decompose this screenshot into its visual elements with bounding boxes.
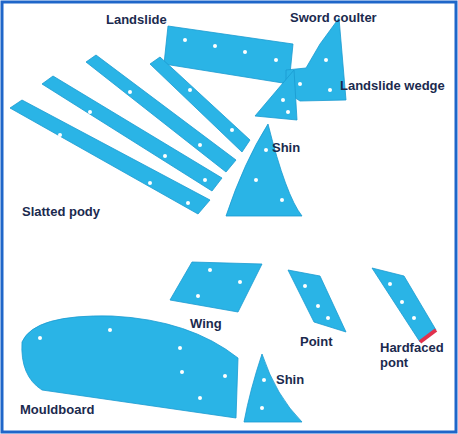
shin-part	[226, 124, 302, 216]
part-label: Landslide	[106, 12, 167, 27]
slat	[150, 57, 250, 152]
landslide-part	[164, 26, 293, 84]
part-label: Wing	[190, 316, 222, 331]
part-label: Mouldboard	[20, 402, 94, 417]
part-label: Point	[300, 334, 333, 349]
part-label: Sword coulter	[290, 10, 377, 25]
hardfaced-point-part	[372, 268, 436, 342]
part-label: Landslide wedge	[340, 78, 445, 93]
part-label: Shin	[276, 372, 304, 387]
wing-part	[170, 262, 262, 312]
part-label: Shin	[272, 140, 300, 155]
part-label: Hardfaced pont	[380, 340, 452, 370]
landslide-wedge-part	[255, 70, 297, 120]
part-label: Slatted pody	[22, 204, 100, 219]
shin-part	[244, 354, 302, 422]
point-part	[288, 270, 346, 332]
